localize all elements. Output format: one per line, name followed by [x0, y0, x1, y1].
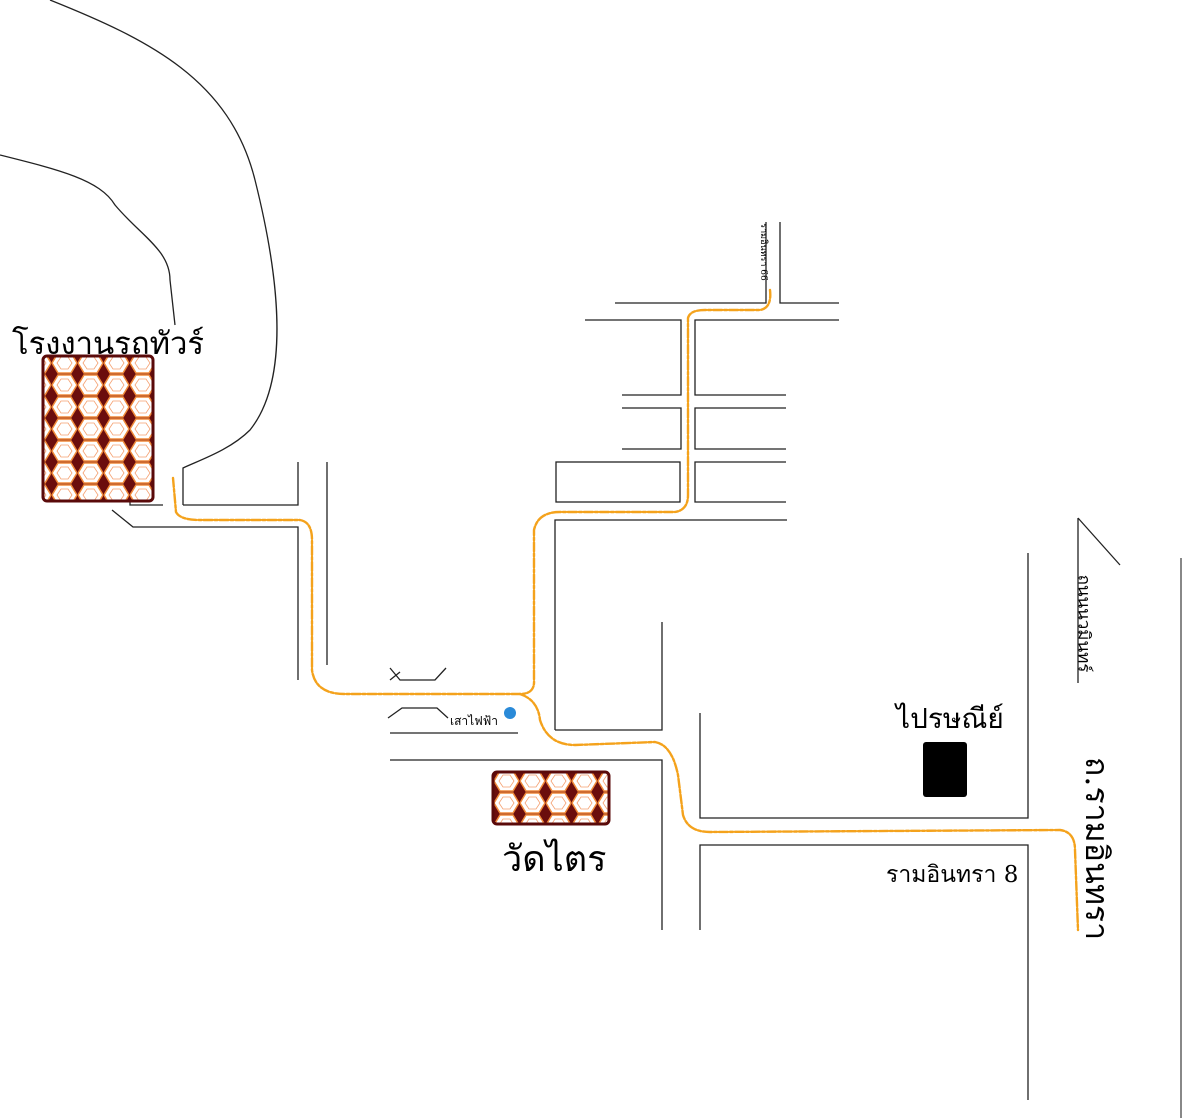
road: [699, 844, 1029, 1100]
road: [389, 667, 447, 681]
road-label-side: ถนนนวมินทร์: [1073, 574, 1094, 673]
temple-landmark-icon: [491, 770, 611, 826]
route-path: [171, 288, 772, 696]
route-path: [518, 692, 1080, 932]
road-label-soi-8: รามอินทรา 8: [886, 862, 1019, 888]
factory-label: โรงงานรถทัวร์: [12, 326, 205, 362]
road: [554, 519, 787, 730]
block: [555, 461, 681, 503]
post-office-icon: [923, 742, 967, 797]
road-label-main: ถ.รามอินทรา: [1078, 756, 1117, 941]
road: [1077, 517, 1121, 566]
road: [387, 707, 449, 719]
boundary-curve-outer: [49, 0, 278, 505]
road: [183, 462, 299, 506]
temple-label: วัดไตร: [502, 839, 607, 880]
road: [699, 553, 1029, 819]
road: [389, 671, 401, 681]
road: [585, 319, 682, 396]
road: [390, 759, 663, 930]
road: [622, 407, 682, 450]
pole-marker-icon: [504, 707, 516, 719]
road-label-soi-66: รามอินทรา 66: [757, 223, 768, 281]
road: [111, 509, 299, 680]
factory-landmark-icon: [41, 354, 155, 503]
road: [555, 622, 663, 731]
road: [779, 222, 839, 304]
road: [694, 461, 786, 503]
road: [694, 319, 839, 396]
post-office-label: ไปรษณีย์: [896, 702, 1004, 735]
pole-label: เสาไฟฟ้า: [450, 714, 498, 728]
road: [615, 222, 767, 304]
boundary-curve-inner: [0, 154, 176, 326]
road: [694, 407, 786, 450]
